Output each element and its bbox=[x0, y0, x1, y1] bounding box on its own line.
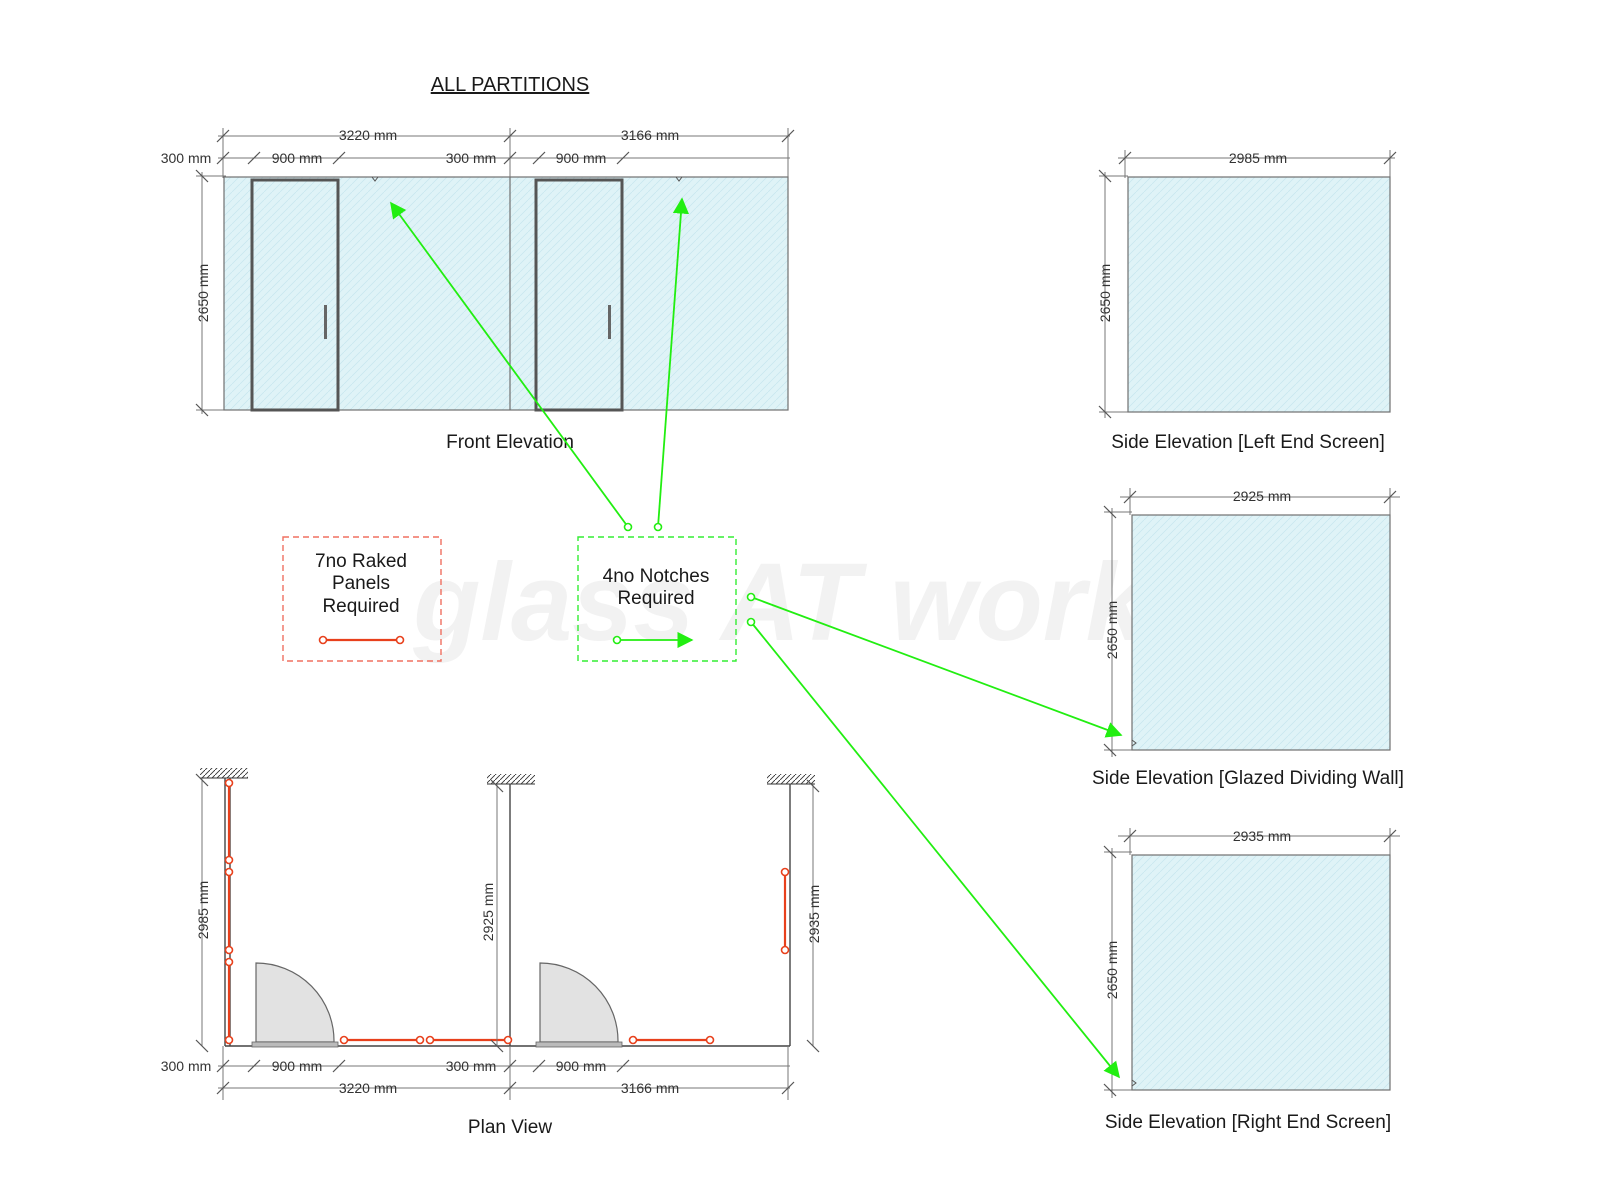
dim-right-height: 2650 mm bbox=[1104, 941, 1120, 999]
wall-hatch-right bbox=[767, 774, 815, 784]
dim-front-height: 2650 mm bbox=[195, 264, 211, 322]
legend-notches-line-2: Required bbox=[617, 588, 694, 609]
side-mid-label: Side Elevation [Glazed Dividing Wall] bbox=[1092, 768, 1404, 789]
dim-plan-depth-right: 2935 mm bbox=[806, 885, 822, 943]
legend-raked-panels: 7no Raked Panels Required bbox=[282, 536, 442, 662]
legend-notches-line-1: 4no Notches bbox=[603, 566, 710, 587]
dim-plan-door-right: 900 mm bbox=[556, 1058, 607, 1074]
dim-front-overall-left: 3220 mm bbox=[339, 127, 397, 143]
front-elevation: 3220 mm 3166 mm 300 mm 900 mm 300 mm 900… bbox=[161, 127, 795, 453]
dim-plan-depth-mid: 2925 mm bbox=[480, 883, 496, 941]
dim-mid-width: 2925 mm bbox=[1233, 488, 1291, 504]
dim-left-width: 2985 mm bbox=[1229, 150, 1287, 166]
front-elevation-label: Front Elevation bbox=[446, 432, 574, 453]
dim-plan-side-mid: 300 mm bbox=[446, 1058, 497, 1074]
dim-plan-overall-left: 3220 mm bbox=[339, 1080, 397, 1096]
dim-front-door-right: 900 mm bbox=[556, 150, 607, 166]
dim-mid-height: 2650 mm bbox=[1104, 601, 1120, 659]
plan-view: 2985 mm 2925 mm 2935 mm 300 mm 900 mm 30… bbox=[161, 768, 822, 1138]
dim-plan-door-left: 900 mm bbox=[272, 1058, 323, 1074]
legend-notches: 4no Notches Required bbox=[577, 536, 737, 662]
plan-view-label: Plan View bbox=[468, 1117, 552, 1138]
dim-plan-side-left: 300 mm bbox=[161, 1058, 212, 1074]
wall-hatch-left bbox=[200, 768, 248, 778]
notch-arrows bbox=[390, 197, 1123, 1079]
dim-left-height: 2650 mm bbox=[1097, 264, 1113, 322]
legend-raked-line-2: Panels bbox=[332, 573, 390, 594]
dim-front-door-left: 900 mm bbox=[272, 150, 323, 166]
side-elevation-left: 2985 mm 2650 mm Side Elevation [Left End… bbox=[1097, 150, 1397, 453]
dim-front-overall-right: 3166 mm bbox=[621, 127, 679, 143]
page-title: ALL PARTITIONS bbox=[431, 74, 590, 96]
watermark-text: glass AT work bbox=[412, 541, 1151, 664]
wall-hatch-mid bbox=[487, 774, 535, 784]
legend-raked-line-3: Required bbox=[322, 596, 399, 617]
legend-raked-line-1: 7no Raked bbox=[315, 551, 407, 572]
dim-plan-depth-left: 2985 mm bbox=[195, 881, 211, 939]
side-right-label: Side Elevation [Right End Screen] bbox=[1105, 1112, 1391, 1133]
side-elevation-right: 2935 mm 2650 mm Side Elevation [Right En… bbox=[1103, 828, 1400, 1133]
dim-front-side-mid: 300 mm bbox=[446, 150, 497, 166]
dim-right-width: 2935 mm bbox=[1233, 828, 1291, 844]
dim-front-side-left: 300 mm bbox=[161, 150, 212, 166]
side-elevation-mid: 2925 mm 2650 mm Side Elevation [Glazed D… bbox=[1092, 488, 1404, 789]
side-left-label: Side Elevation [Left End Screen] bbox=[1111, 432, 1385, 453]
dim-plan-overall-right: 3166 mm bbox=[621, 1080, 679, 1096]
